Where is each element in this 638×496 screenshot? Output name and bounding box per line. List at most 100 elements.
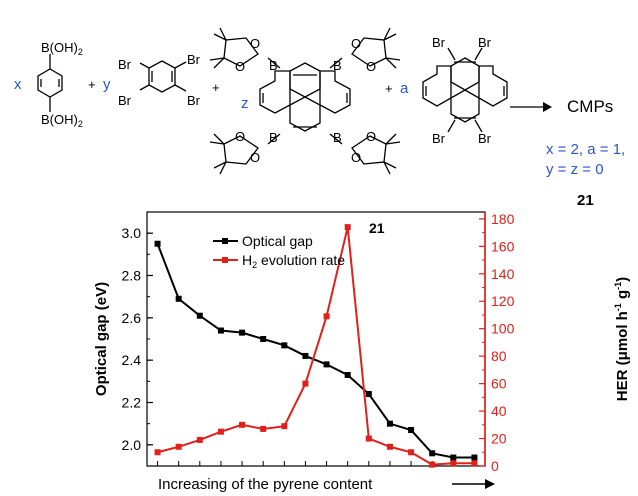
point-h2-rate: [154, 449, 161, 456]
legend-marker-h2-rate: [222, 257, 228, 263]
oxygen-label-1: O: [250, 36, 260, 51]
y-axis-right-label: HER (μmol h-1 g-1): [613, 277, 631, 401]
point-optical-gap: [217, 327, 224, 334]
plus-sign-3: +: [385, 81, 393, 96]
legend-marker-optical-gap: [222, 238, 228, 244]
point-h2-rate: [471, 460, 478, 467]
x-axis-label: Increasing of the pyrene content: [158, 476, 373, 493]
reaction-scheme: [37, 27, 552, 175]
right-tick-label: 40: [491, 403, 507, 419]
right-tick-label: 160: [491, 238, 515, 254]
pyrene-tetraboronate-structure: [209, 27, 401, 175]
point-h2-rate: [365, 435, 372, 442]
point-optical-gap: [302, 352, 309, 359]
reaction-arrow: [510, 102, 552, 112]
right-tick-label: 60: [491, 376, 507, 392]
point-optical-gap: [239, 329, 246, 336]
coef-y: y: [103, 76, 111, 93]
right-tick-label: 0: [491, 458, 499, 474]
br-label-3: Br: [118, 93, 132, 108]
br-label-2: Br: [187, 52, 201, 67]
point-h2-rate: [450, 460, 457, 467]
compound-number: 21: [577, 192, 594, 209]
br-label-7: Br: [432, 131, 446, 146]
point-h2-rate: [408, 449, 415, 456]
diboronic-acid-structure: [37, 54, 63, 112]
coef-z: z: [241, 95, 249, 112]
point-h2-rate: [344, 224, 351, 231]
plus-sign-2: +: [212, 80, 220, 95]
point-optical-gap: [154, 240, 161, 247]
boron-label-4: B: [333, 130, 342, 145]
point-optical-gap: [196, 312, 203, 319]
x-axis-arrow: [452, 479, 495, 489]
left-axis-ticks: 2.0 2.2 2.4 2.6 2.8 3.0: [122, 211, 153, 467]
point-optical-gap: [471, 454, 478, 461]
product-label: CMPs: [567, 97, 613, 116]
oxygen-label-6: O: [235, 129, 245, 144]
oxygen-label-7: O: [351, 150, 361, 165]
right-tick-label: 20: [491, 431, 507, 447]
legend: Optical gap H2 evolution rate: [213, 233, 345, 270]
left-tick-label: 2.6: [122, 310, 142, 326]
point-h2-rate: [260, 425, 267, 432]
boronic-acid-bottom-label: B(OH)2: [41, 112, 83, 129]
point-optical-gap: [450, 454, 457, 461]
br-label-4: Br: [187, 93, 201, 108]
point-optical-gap: [323, 361, 330, 368]
point-optical-gap: [429, 450, 436, 457]
coef-a: a: [400, 80, 409, 97]
br-label-1: Br: [118, 57, 132, 72]
left-tick-label: 2.8: [122, 268, 142, 284]
oxygen-label-5: O: [250, 150, 260, 165]
boron-label-1: B: [269, 58, 278, 73]
oxygen-label-4: O: [366, 59, 376, 74]
point-h2-rate: [281, 423, 288, 430]
point-h2-rate: [217, 428, 224, 435]
tetrabromobenzene-structure: [139, 60, 187, 93]
br-label-8: Br: [478, 131, 492, 146]
left-tick-label: 2.0: [122, 437, 142, 453]
point-optical-gap: [344, 371, 351, 378]
series-line-h2-rate: [157, 226, 475, 466]
point-h2-rate: [323, 313, 330, 320]
boron-label-2: B: [333, 58, 342, 73]
oxygen-label-3: O: [351, 36, 361, 51]
series-line-optical-gap: [156, 243, 475, 459]
oxygen-label-2: O: [235, 59, 245, 74]
right-tick-label: 100: [491, 321, 515, 337]
left-tick-label: 2.2: [122, 395, 142, 411]
point-h2-rate: [175, 443, 182, 450]
boron-label-3: B: [269, 130, 278, 145]
left-tick-label: 3.0: [122, 225, 142, 241]
right-tick-label: 80: [491, 348, 507, 364]
y-axis-left-label: Optical gap (eV): [93, 282, 110, 396]
point-optical-gap: [260, 336, 267, 342]
br-label-6: Br: [478, 35, 492, 50]
oxygen-label-8: O: [366, 129, 376, 144]
tetrabromopyrene-structure: [422, 47, 508, 133]
plot-frame: [146, 211, 486, 467]
point-h2-rate: [196, 436, 203, 443]
series-layer: [154, 224, 478, 468]
legend-label-optical-gap: Optical gap: [242, 233, 313, 249]
left-tick-label: 2.4: [122, 352, 142, 368]
annotation-21: 21: [369, 220, 385, 236]
boronic-acid-top-label: B(OH)2: [41, 40, 83, 57]
br-label-5: Br: [432, 35, 446, 50]
scheme-labels: x B(OH)2 B(OH)2 + y Br Br Br Br + z B B …: [14, 35, 625, 209]
point-optical-gap: [408, 427, 415, 434]
condition-line-1: x = 2, a = 1,: [546, 141, 625, 158]
plus-sign-1: +: [88, 77, 96, 92]
legend-label-h2-rate: H2 evolution rate: [242, 252, 345, 270]
right-tick-label: 140: [491, 266, 515, 282]
point-optical-gap: [175, 295, 182, 302]
point-h2-rate: [302, 380, 309, 387]
condition-line-2: y = z = 0: [546, 161, 604, 178]
point-h2-rate: [429, 461, 436, 468]
coef-x: x: [14, 76, 22, 93]
point-optical-gap: [365, 391, 372, 398]
